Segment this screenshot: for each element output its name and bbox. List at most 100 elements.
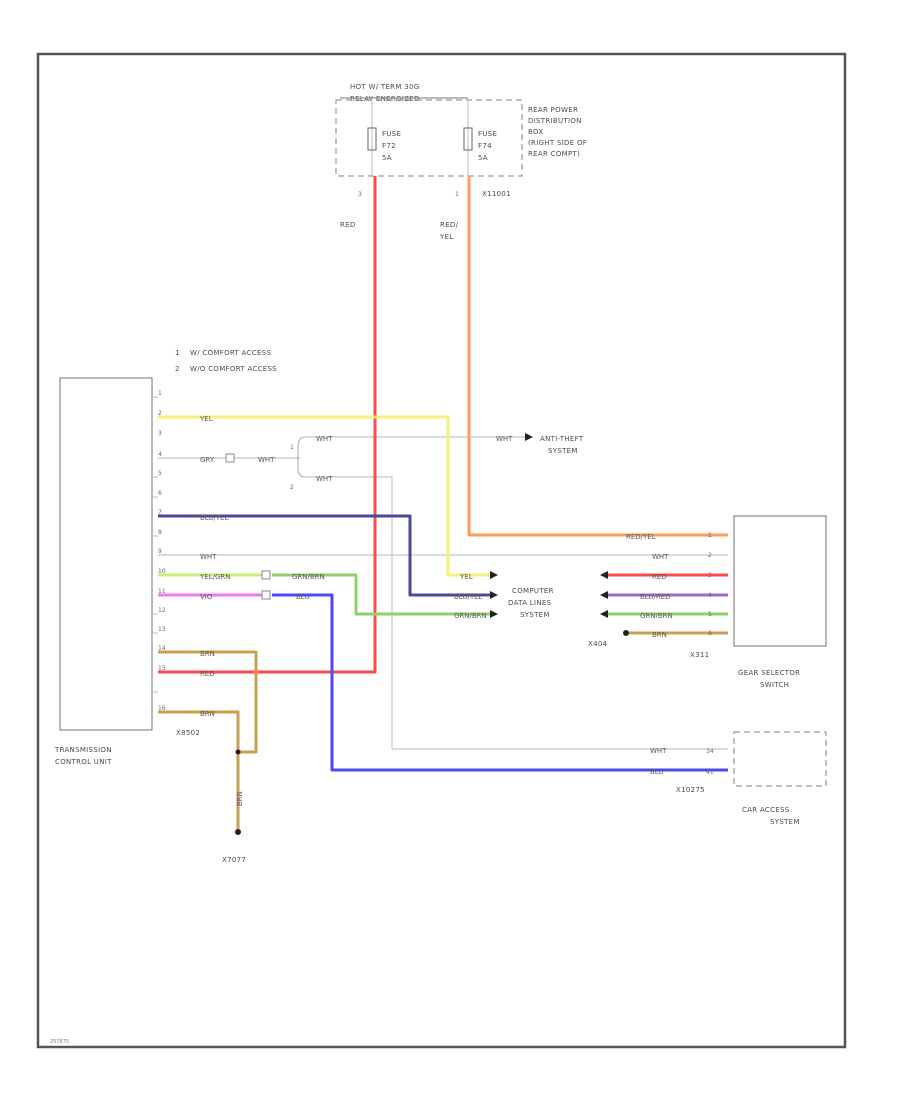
label-wht-antitheft: WHT [496,435,513,443]
fuse-box-outline [335,99,523,177]
cds-3: SYSTEM [520,611,550,619]
fuse2-amp: 5A [478,154,488,162]
label-yel-cds: YEL [459,573,473,581]
fuse-f72: FUSE F72 5A [367,127,401,162]
wire-labels: YEL GRY WHT WHT WHT WHT BLU/YEL WHT YEL/… [199,415,673,776]
label-brn-gear: BRN [652,631,667,639]
label-gry: GRY [200,456,215,464]
footer-code: 257875 [50,1039,69,1045]
tcu-connector: X8502 [176,729,200,737]
antitheft-1: ANTI-THEFT [540,435,584,443]
fuse1-amp: 5A [382,154,392,162]
label-wht-1: WHT [316,435,333,443]
label-blu-yel: BLU/YEL [200,514,229,522]
fuse-box-connector: X11001 [482,190,511,198]
cds-connector: X404 [588,640,608,648]
tcu-pin-1: 1 [158,390,162,397]
label-wht-car: WHT [650,747,667,755]
splice-num-2: 2 [290,484,294,491]
tcu-pin-2: 2 [158,410,162,417]
diagram-frame [36,52,847,1049]
feed-right-label-2: YEL [439,233,454,241]
gear-pin-5: 5 [708,611,712,618]
label-blu: BLU [296,593,309,601]
tcu-pin-7: 7 [158,509,162,516]
gear-pin-6: 6 [708,630,712,637]
tcu-pin-13: 13 [158,626,166,633]
label-wht-tcu: WHT [258,456,275,464]
tcu-pin-6: 6 [158,490,162,497]
label-wht-gear: WHT [652,553,669,561]
label-wht-2: WHT [316,475,333,483]
legend-item-1: W/ COMFORT ACCESS [190,349,271,357]
label-grn-brn-gear: GRN/BRN [640,612,673,620]
gear-pin-4: 4 [708,592,712,599]
tcu-pin-4: 4 [158,451,162,458]
label-yel-grn: YEL/GRN [199,573,230,581]
fuse-box-desc-5: REAR COMPT) [528,150,580,158]
label-blu-car: BLU [650,768,663,776]
fuse2-name: FUSE [478,130,497,138]
car-name-1: CAR ACCESS [742,806,790,814]
wire-yel [158,415,490,577]
tcu-pin-12: 12 [158,607,166,614]
tcu-pin-9: 9 [158,548,162,555]
fuse-box-title: HOT W/ TERM 30G [350,83,419,91]
tcu-pin-3: 3 [158,430,162,437]
tcu-pin-8: 8 [158,529,162,536]
label-brn-13: BRN [200,650,215,658]
label-grn-brn-cds: GRN/BRN [454,612,487,620]
fuse-box-pin-1: 1 [455,191,459,198]
car-pin-34: 34 [706,748,714,755]
gear-pin-3: 3 [708,572,712,579]
legend-item-2: W/O COMFORT ACCESS [190,365,277,373]
tcu-pin-14: 14 [158,645,166,652]
wires [158,176,728,830]
wire-blu [272,593,728,772]
fuse-box: HOT W/ TERM 30G RELAY ENERGIZED FUSE F72… [335,83,587,198]
fuse1-id: F72 [382,142,396,150]
gear-connector: X311 [690,651,709,659]
label-blu-yel-cds: BLU/YEL [454,593,483,601]
fuse-box-desc-4: (RIGHT SIDE OF [528,139,587,147]
legend: 1 W/ COMFORT ACCESS 2 W/O COMFORT ACCESS [175,349,277,373]
label-red-yel: RED/YEL [626,533,656,541]
tcu-name-2: CONTROL UNIT [55,758,112,766]
label-grn-brn-1: GRN/BRN [292,573,325,581]
gear-pin-list: 1 2 3 4 5 6 [708,532,712,637]
tcu-name-1: TRANSMISSION [54,746,112,754]
fuse-box-desc-3: BOX [528,128,543,136]
fuse-box-title2: RELAY ENERGIZED [350,95,420,103]
feed-left-label: RED [340,221,356,229]
wire-blu-yel [158,514,490,597]
label-brn-16: BRN [200,710,215,718]
arrows-cds [490,433,629,636]
splice-num-1: 1 [290,444,294,451]
car-pin-41: 41 [706,769,714,776]
gear-name-1: GEAR SELECTOR [738,669,800,677]
tcu-pin-16: 16 [158,705,166,712]
gear-pin-1: 1 [708,532,712,539]
wire-red-feed [158,176,377,674]
wire-brn-16 [158,710,240,830]
car-access-system: CAR ACCESS SYSTEM X10275 34 41 [676,731,827,826]
gear-name-2: SWITCH [760,681,789,689]
tcu-pin-5: 5 [158,470,162,477]
inline-connectors [225,453,271,600]
label-yel: YEL [199,415,213,423]
feed-right-label-1: RED/ [440,221,459,229]
wire-wht-splice [296,436,306,478]
label-red: RED [200,670,215,678]
car-connector: X10275 [676,786,705,794]
fuse-f74: FUSE F74 5A [463,127,497,162]
car-name-2: SYSTEM [770,818,800,826]
gear-pin-2: 2 [708,552,712,559]
cds-1: COMPUTER [512,587,554,595]
fuse-box-pin-3: 3 [358,191,362,198]
label-vio: VIO [200,593,213,601]
wire-brn-13 [158,650,258,754]
tcu-pin-11: 11 [158,588,166,595]
fuse2-id: F74 [478,142,492,150]
tcu-wire-stubs [152,396,158,693]
